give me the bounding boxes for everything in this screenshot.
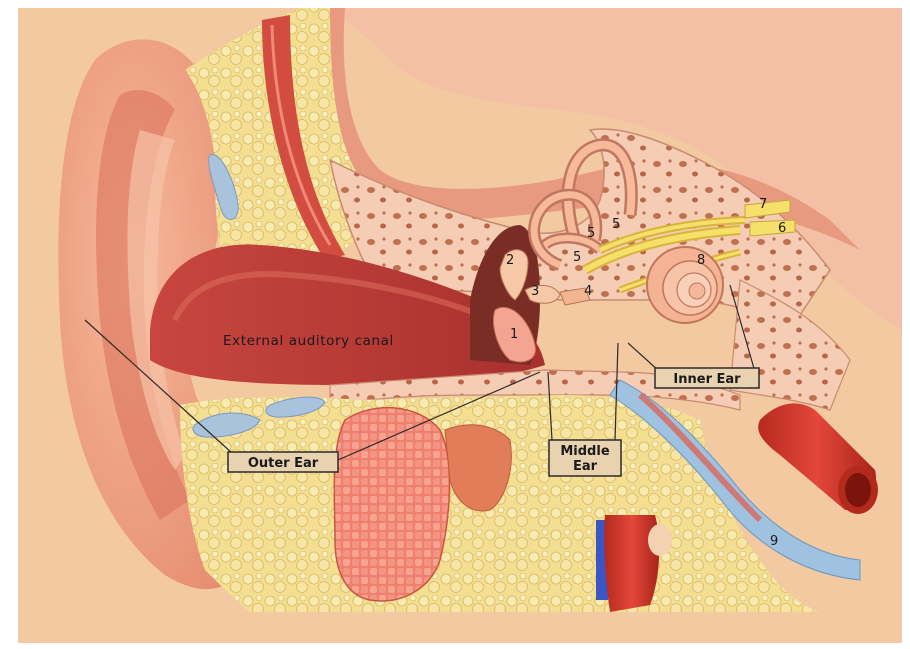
label-middle-ear-line1: Middle [560,444,609,459]
label-inner-ear: Inner Ear [673,372,741,387]
label-external-auditory-canal: External auditory canal [223,333,394,349]
number-6: 6 [778,221,786,236]
number-5-c: 5 [573,250,581,265]
cochlea [647,247,723,323]
number-5-b: 5 [612,217,620,232]
number-5-a: 5 [587,226,595,241]
label-outer-ear: Outer Ear [248,456,319,471]
number-7: 7 [759,197,767,212]
number-1: 1 [510,327,518,342]
number-8: 8 [697,253,705,268]
middle-ear-label-box: Middle Ear [549,440,621,476]
number-3: 3 [531,284,539,299]
number-9: 9 [770,534,778,549]
number-4: 4 [584,284,592,299]
inner-ear-label-box: Inner Ear [655,368,759,388]
label-middle-ear-line2: Ear [573,459,598,474]
number-2: 2 [506,253,514,268]
outer-ear-label-box: Outer Ear [228,452,338,472]
carotid-artery-lower [604,515,659,612]
